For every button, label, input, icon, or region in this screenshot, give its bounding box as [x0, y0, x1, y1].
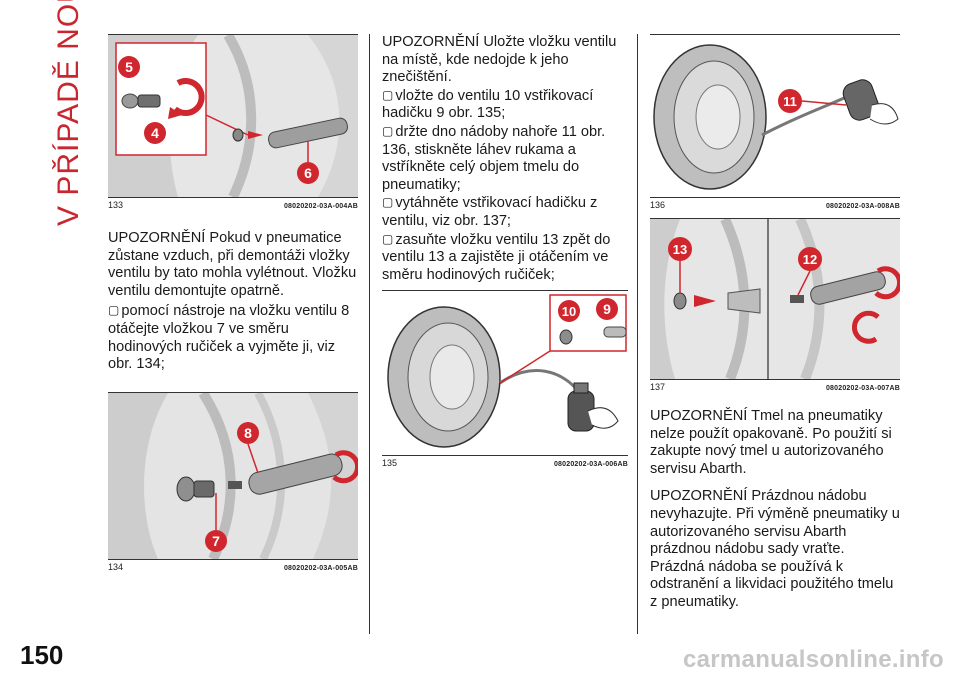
callout-8	[237, 422, 259, 444]
column-middle-text: UPOZORNĚNÍ Uložte vložku ventilu na míst…	[382, 34, 628, 284]
svg-text:11: 11	[783, 94, 797, 109]
svg-text:4: 4	[151, 125, 159, 141]
checkbox-bullet-icon	[382, 232, 395, 248]
valve-core-reinsertion-illustration: 13 12	[650, 219, 900, 379]
figure-134: 8 7 134 08020202-03A-005AB	[108, 392, 358, 572]
callout-11	[778, 89, 802, 113]
figure-number: 137	[650, 382, 666, 392]
callout-13	[668, 237, 692, 261]
column-divider	[637, 34, 638, 634]
figure-code: 08020202-03A-008AB	[825, 203, 900, 210]
figure-number: 135	[382, 458, 398, 468]
instruction-step: vytáhněte vstřikovací hadičku z ventilu,…	[382, 195, 598, 229]
warning-paragraph: UPOZORNĚNÍ Pokud v pneumatice zůstane vz…	[108, 230, 357, 299]
callout-12	[798, 247, 822, 271]
figure-caption: 135 08020202-03A-006AB	[382, 458, 628, 468]
svg-text:8: 8	[244, 425, 252, 441]
figure-caption: 133 08020202-03A-004AB	[108, 200, 358, 210]
figure-number: 133	[108, 200, 124, 210]
svg-text:5: 5	[125, 59, 133, 75]
valve-core-removal-illustration: 5 4 6	[108, 35, 358, 197]
figure-code: 08020202-03A-004AB	[283, 203, 358, 210]
figure-133: 5 4 6 133 08020202-03A-004AB	[108, 34, 358, 210]
sealant-injection-illustration: 11	[650, 35, 900, 197]
column-right-text: UPOZORNĚNÍ Tmel na pneumatiky nelze použ…	[650, 408, 900, 612]
figure-135: 10 9 135 08020202-03A-006AB	[382, 290, 628, 468]
warning-paragraph: UPOZORNĚNÍ Uložte vložku ventilu na míst…	[382, 34, 617, 86]
svg-text:7: 7	[212, 533, 220, 549]
svg-text:10: 10	[562, 304, 576, 319]
figure-caption: 137 08020202-03A-007AB	[650, 382, 900, 392]
figure-number: 136	[650, 200, 666, 210]
svg-text:12: 12	[803, 252, 817, 267]
instruction-step: vložte do ventilu 10 vstřikovací hadičku…	[382, 87, 594, 122]
checkbox-bullet-icon	[382, 88, 395, 104]
callout-4	[144, 122, 166, 144]
checkbox-bullet-icon	[382, 124, 395, 140]
figure-code: 08020202-03A-005AB	[283, 565, 358, 572]
figure-number: 134	[108, 562, 124, 572]
column-right: 11 136 08020202-03A-008AB 13	[650, 34, 900, 622]
valve-tool-illustration: 8 7	[108, 393, 358, 559]
checkbox-bullet-icon	[108, 303, 121, 319]
column-divider	[369, 34, 370, 634]
column-middle: UPOZORNĚNÍ Uložte vložku ventilu na míst…	[382, 34, 628, 468]
figure-code: 08020202-03A-007AB	[825, 385, 900, 392]
svg-text:13: 13	[673, 242, 687, 257]
callout-9	[596, 298, 618, 320]
callout-6	[297, 162, 319, 184]
figure-caption: 136 08020202-03A-008AB	[650, 200, 900, 210]
checkbox-bullet-icon	[382, 195, 395, 211]
figure-caption: 134 08020202-03A-005AB	[108, 562, 358, 572]
figure-code: 08020202-03A-006AB	[553, 461, 628, 468]
page-number: 150	[20, 640, 64, 670]
instruction-step: držte dno nádoby nahoře 11 obr. 136, sti…	[382, 123, 606, 193]
instruction-step: zasuňte vložku ventilu 13 zpět do ventil…	[382, 231, 611, 283]
callout-7	[205, 530, 227, 552]
section-title: V PŘÍPADĚ NOUZE	[52, 0, 85, 226]
callout-5	[118, 56, 140, 78]
warning-paragraph: UPOZORNĚNÍ Prázdnou nádobu nevyhazujte. …	[650, 488, 900, 610]
svg-text:9: 9	[603, 301, 611, 317]
hose-insertion-illustration: 10 9	[382, 291, 628, 455]
watermark: carmanualsonline.info	[682, 646, 944, 673]
svg-text:6: 6	[304, 165, 312, 181]
callout-10	[558, 300, 580, 322]
figure-137: 13 12 137 08020202-03A-007AB	[650, 218, 900, 392]
warning-paragraph: UPOZORNĚNÍ Tmel na pneumatiky nelze použ…	[650, 408, 892, 477]
column-left-text: UPOZORNĚNÍ Pokud v pneumatice zůstane vz…	[108, 230, 358, 374]
figure-136: 11 136 08020202-03A-008AB	[650, 34, 900, 210]
column-left: 5 4 6 133 08020202-03A-004AB UPOZORNĚNÍ …	[108, 34, 358, 572]
instruction-step: pomocí nástroje na vložku ventilu 8 otáč…	[108, 303, 350, 373]
